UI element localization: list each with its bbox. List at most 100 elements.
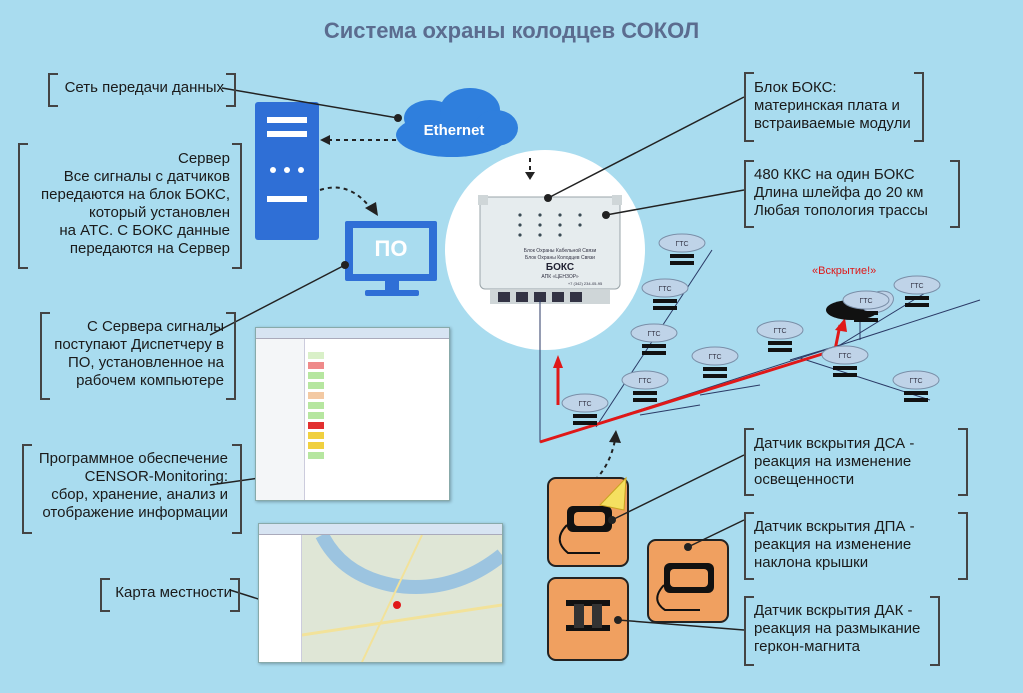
map-area [302,535,502,662]
server-line: передаются на Сервер [69,240,230,257]
bracket [958,512,968,580]
ethernet-label: Ethernet [423,122,485,139]
well-label: ГТС [578,401,591,408]
map-label: Карта местности [115,584,232,601]
bracket [744,428,754,496]
well-label: ГТС [910,283,923,290]
bracket [914,72,924,142]
bracket [226,73,236,107]
bracket [48,73,58,107]
screenshot-row [308,362,324,369]
well-label: ГТС [773,328,786,335]
bracket [232,143,242,269]
sensor-dsa-icon [547,476,629,567]
diagram-title: Система охраны колодцев СОКОЛ [323,18,700,43]
well-icon: ГТС [630,323,678,355]
well-label: ГТС [909,378,922,385]
alarm-label: «Вскрытие!» [812,265,877,277]
well-icon: ГТС [893,275,941,307]
dak-line: Датчик вскрытия ДАК - [754,602,913,619]
bracket [232,444,242,534]
sensor-dak-icon [547,577,629,661]
well-label: ГТС [838,353,851,360]
well-label: ГТС [708,354,721,361]
server-line: передаются на блок БОКС, [41,186,230,203]
po-label: ПО [374,236,408,261]
bracket [22,444,32,534]
well-icon: ГТС [842,290,890,322]
box-description: Блок БОКС: материнская плата и встраивае… [754,79,916,133]
dak-description: Датчик вскрытия ДАК - реакция на размыка… [754,602,944,656]
dak-line: геркон-магнита [754,638,861,655]
screenshot-row [308,382,324,389]
server-description: Сервер Все сигналы с датчиков передаются… [28,150,230,258]
dak-line: реакция на размыкание [754,620,921,637]
dpa-line: Датчик вскрытия ДПА - [754,518,915,535]
dsa-line: освещенности [754,471,855,488]
screenshot-sidebar [256,339,305,500]
well-icon: ГТС [658,233,706,265]
dpa-line: реакция на изменение [754,536,912,553]
dispatcher-line: ПО, установленное на [67,354,224,371]
bracket [950,160,960,228]
box-line: материнская плата и [754,97,900,114]
software-line: CENSOR-Monitoring: [84,468,228,485]
map-screenshot-image [258,523,503,663]
well-icon: ГТС [621,370,669,402]
software-screenshot-image [255,327,450,501]
well-icon: ГТС [641,278,689,310]
box-device-line3: АПК «ЦЕНЗОР» [541,274,579,280]
well-icon: ГТС [756,320,804,352]
dpa-description: Датчик вскрытия ДПА - реакция на изменен… [754,518,958,572]
dsa-line: Датчик вскрытия ДСА - [754,435,915,452]
sensor-dpa-icon [647,539,729,623]
well-label: ГТС [658,286,671,293]
software-line: Программное обеспечение [38,450,228,467]
well-label: ГТС [647,331,660,338]
screenshot-row [308,372,324,379]
server-line: Все сигналы с датчиков [63,168,230,185]
screenshot-row [308,442,324,449]
box-device-name: БОКС [545,262,575,273]
well-label: ГТС [675,241,688,248]
box-device-icon [478,195,622,304]
screenshot-row [308,422,324,429]
server-line: Сервер [177,150,230,167]
server-icon [255,102,319,240]
ccs-line: 480 ККС на один БОКС [754,166,915,183]
screenshot-row [308,412,324,419]
bracket [226,312,236,400]
bracket [100,578,110,612]
server-line: который установлен [89,204,230,221]
bracket [930,596,940,666]
box-line: встраиваемые модули [754,115,911,132]
dispatcher-line: рабочем компьютере [76,372,224,389]
screenshot-row [308,432,324,439]
box-device-phone: +7 (342) 234-05-95 [567,281,603,286]
bracket [18,143,28,269]
software-line: сбор, хранение, анализ и [51,486,228,503]
ethernet-cloud-icon [396,88,518,157]
bracket [40,312,50,400]
screenshot-row [308,352,324,359]
screenshot-row [308,402,324,409]
ccs-description: 480 ККС на один БОКС Длина шлейфа до 20 … [754,166,950,220]
bracket [744,160,754,228]
network-label: Сеть передачи данных [64,79,224,96]
bracket [744,72,754,142]
box-line: Блок БОКС: [754,79,837,96]
map-titlebar [259,524,502,535]
box-device-line1: Блок Охраны Кабельной Связи [523,248,597,254]
dispatcher-line: поступают Диспетчеру в [54,336,224,353]
screenshot-row [308,452,324,459]
dsa-line: реакция на изменение [754,453,912,470]
software-line: отображение информации [42,504,228,521]
bracket [230,578,240,612]
bracket [744,512,754,580]
bracket [744,596,754,666]
monitor-icon [345,221,437,296]
dpa-line: наклона крышки [754,554,869,571]
dispatcher-description: С Сервера сигналы поступают Диспетчеру в… [50,318,224,390]
